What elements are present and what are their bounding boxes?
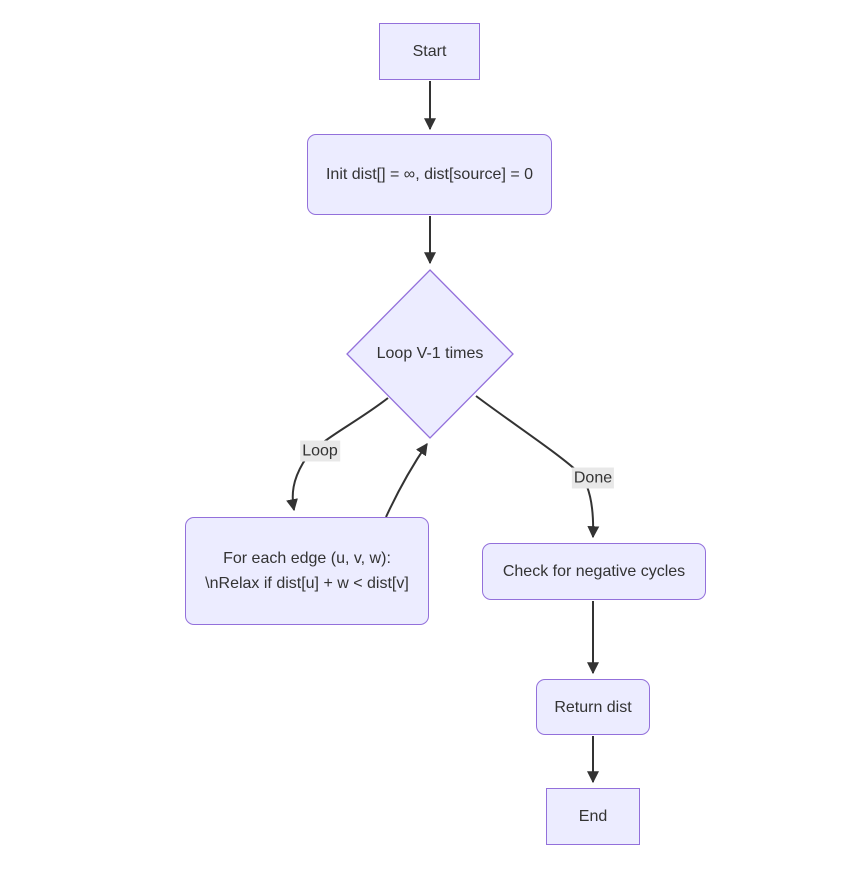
edge-label-loop: Loop <box>300 440 340 462</box>
node-end-label: End <box>578 808 608 825</box>
node-end: End <box>546 788 640 845</box>
node-start: Start <box>379 23 480 80</box>
edge-loop-decision-check <box>475 395 600 539</box>
edge-relax-loop-decision <box>385 443 428 518</box>
node-init-label: Init dist[] = ∞, dist[source] = 0 <box>325 166 534 183</box>
node-loop-decision-label: Loop V-1 times <box>376 344 484 362</box>
node-relax-label: For each edge (u, v, w): \nRelax if dist… <box>205 550 409 592</box>
node-start-label: Start <box>412 43 447 60</box>
node-return-label: Return dist <box>554 698 632 716</box>
node-check-label: Check for negative cycles <box>502 563 686 580</box>
node-loop-decision-shape <box>346 269 514 439</box>
node-return: Return dist <box>536 679 650 735</box>
edge-label-done: Done <box>571 467 615 489</box>
node-relax: For each edge (u, v, w): \nRelax if dist… <box>185 517 429 625</box>
node-check: Check for negative cycles <box>482 543 706 600</box>
node-init: Init dist[] = ∞, dist[source] = 0 <box>307 134 552 215</box>
